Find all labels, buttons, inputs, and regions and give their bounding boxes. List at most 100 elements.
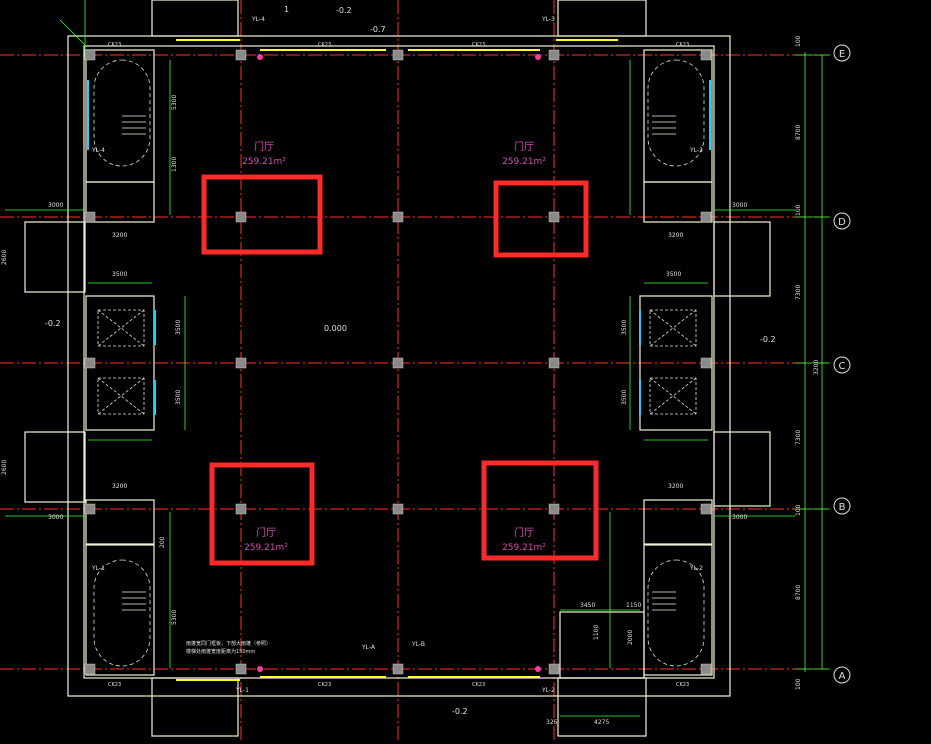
column: [235, 49, 247, 61]
door-marker: [257, 54, 263, 60]
small-label: 1: [284, 5, 289, 14]
dim-text: 3200: [668, 483, 683, 490]
level-label: -0.2: [760, 335, 776, 344]
small-label: CK23: [472, 42, 485, 48]
door-markers: [257, 54, 541, 672]
beam-label: YL-2: [689, 565, 703, 572]
small-labels: 1 CK23 CK23 CK23 CK23 CK23 CK23 CK23 CK2…: [108, 5, 689, 688]
door-marker: [535, 666, 541, 672]
dim-text: 325: [546, 719, 558, 726]
dim-text: 3200: [813, 360, 820, 375]
dim-text: 2600: [1, 460, 8, 475]
beam-label: YL-1: [91, 565, 105, 572]
column: [84, 663, 96, 675]
grid-bubble-c[interactable]: [833, 356, 851, 374]
stair-curve-ll: [93, 559, 151, 667]
stair-treads: [122, 115, 676, 611]
dim-text: 3000: [732, 514, 747, 521]
column: [700, 49, 712, 61]
right-dim-text: 100 8700 100 7300 3200 7300 100 8700 100: [795, 35, 820, 690]
dim-text: 7300: [795, 430, 802, 445]
level-label: -0.7: [370, 25, 386, 34]
column: [392, 211, 404, 223]
column: [700, 357, 712, 369]
dim-text: 3450: [580, 602, 595, 609]
level-label: -0.2: [452, 707, 468, 716]
small-label: CK23: [676, 682, 689, 688]
grid-bubble-d[interactable]: [833, 212, 851, 230]
column: [392, 357, 404, 369]
room-dim-text: 3200 3200 3200 3200 1300 5300 5300 200: [112, 95, 683, 625]
column: [548, 211, 560, 223]
left-dim-text: 3000 3000 2600 3000 3000 2600: [1, 202, 747, 521]
outer-wall: [83, 45, 715, 679]
dim-text: 100: [795, 678, 802, 690]
dim-text: 3000: [48, 514, 63, 521]
grid-bubble-b[interactable]: [833, 497, 851, 515]
outer-wall-line: [67, 35, 731, 697]
column: [84, 357, 96, 369]
beam-label: YL-4: [251, 16, 265, 23]
dim-text: 3500: [621, 390, 628, 405]
column: [392, 663, 404, 675]
grid-bubble-a[interactable]: [833, 666, 851, 684]
stair-curve-ur: [647, 59, 705, 167]
dim-text: 3000: [732, 202, 747, 209]
bottom-left-porch: [151, 677, 239, 737]
elevator-car: [649, 377, 697, 415]
level-label: 0.000: [324, 324, 347, 333]
column: [235, 503, 247, 515]
grid-label-d: D: [838, 217, 846, 228]
grid-label-e: E: [839, 49, 845, 60]
small-label: CK23: [472, 682, 485, 688]
dim-text: 3500: [175, 320, 182, 335]
dim-text: 5300: [171, 95, 178, 110]
room-area: 259.21m²: [502, 157, 546, 167]
beam-label: YL-B: [411, 641, 425, 648]
window-strips: [176, 39, 618, 681]
columns: [84, 49, 712, 675]
dim-text: 2600: [1, 250, 8, 265]
note: 雨蓬宽同门框板，下部大雨蓬（参照） 楼梯处雨蓬宽度距离为150mm: [186, 640, 271, 655]
highlight-lower-right: [481, 460, 599, 561]
room-area: 259.21m²: [502, 543, 546, 553]
stair-room-ll: [85, 544, 155, 676]
column: [235, 663, 247, 675]
beam-label: YL-4: [91, 147, 105, 154]
column: [548, 663, 560, 675]
stair-dim-text: 3500 3500 3500 3500 3500 3500: [112, 271, 681, 405]
toilet-ur: [643, 181, 713, 223]
grid-label-a: A: [839, 671, 846, 682]
dim-text: 8700: [795, 585, 802, 600]
small-label: CK23: [108, 682, 121, 688]
dim-text: 5300: [171, 610, 178, 625]
dim-text: 3500: [621, 320, 628, 335]
toilet-ll: [85, 499, 155, 545]
top-left-porch: [151, 0, 239, 37]
bottom-dim-text: 3450 1150 325 4275 1100 2000: [546, 602, 641, 726]
dim-text: 3200: [668, 232, 683, 239]
column: [700, 663, 712, 675]
left-wing-lower: [24, 431, 86, 503]
note-line: 雨蓬宽同门框板，下部大雨蓬（参照）: [186, 640, 271, 647]
dim-text: 1300: [171, 157, 178, 172]
dim-text: 100: [795, 204, 802, 216]
room-name: 门厅: [514, 140, 534, 153]
column: [235, 357, 247, 369]
column: [392, 503, 404, 515]
room-labels: 门厅 259.21m² 门厅 259.21m² 门厅 259.21m² 门厅 2…: [242, 140, 546, 553]
toilet-ul: [85, 181, 155, 223]
highlight-boxes: [201, 174, 599, 566]
top-right-porch: [557, 0, 647, 37]
dimension-lines: [5, 0, 830, 717]
column: [548, 357, 560, 369]
dim-text: 2000: [627, 630, 634, 645]
beam-labels: YL-1 YL-2 YL-3 YL-4 YL-A YL-B YL-1 YL-2 …: [91, 16, 703, 694]
grid-label-c: C: [839, 361, 846, 372]
walls: [24, 0, 771, 737]
grid-bubble-e[interactable]: [833, 44, 851, 62]
left-wing-upper: [24, 221, 86, 293]
grid-bubbles: E D C B A: [833, 44, 851, 684]
